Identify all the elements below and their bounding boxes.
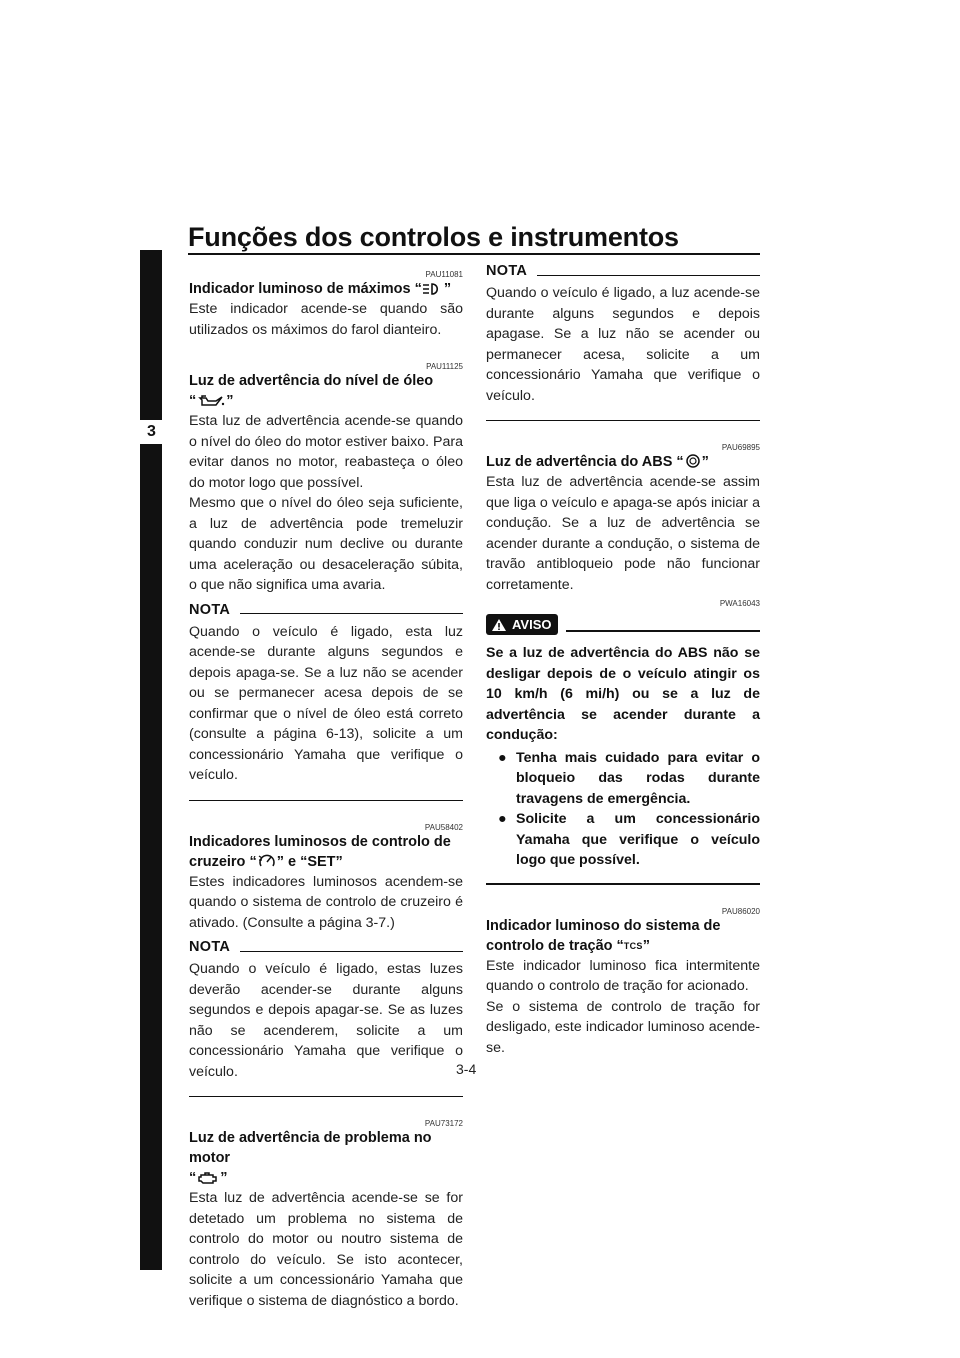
section-body: Esta luz de advertência acende-se se for… (189, 1190, 463, 1309)
section-heading: Luz de advertência do nível de óleo“” (189, 373, 434, 409)
section-heading: Luz de advertência do ABS “” (486, 454, 709, 470)
chapter-number: 3 (139, 420, 164, 444)
bullet-icon: ● (498, 749, 507, 766)
page-number: 3-4 (456, 1061, 477, 1077)
note-rule (240, 950, 463, 952)
warning-box: AVISO Se a luz de advertência do ABS não… (486, 614, 760, 885)
note-label: NOTA (189, 939, 231, 955)
note-text: Quando o veículo é ligado, esta luz acen… (189, 623, 463, 784)
section-body: Esta luz de advertência acende-se quando… (189, 413, 463, 491)
note-end-rule (189, 799, 463, 801)
section-oil: PAU11125 Luz de advertência do nível de … (189, 362, 463, 596)
bullet-icon: ● (498, 811, 507, 827)
note-box: NOTA Quando o veículo é ligado, esta luz… (189, 602, 463, 801)
section-code: PAU11081 (425, 270, 463, 279)
note-label: NOTA (189, 601, 231, 618)
section-code: PAU69895 (721, 443, 760, 452)
warning-code: PWA16043 (719, 599, 760, 608)
section-body: Estes indicadores luminosos acendem-se q… (189, 873, 463, 931)
section-body: Esta luz de advertência acende-se assim … (486, 474, 760, 593)
left-column: PAU11081 Indicador luminoso de máximos “… (189, 270, 463, 1333)
section-code: PAU86020 (721, 906, 760, 916)
abs-icon (685, 454, 700, 468)
section-cruise: PAU58402 Indicadores luminosos de contro… (189, 823, 463, 934)
note-end-rule (486, 420, 760, 421)
high-beam-icon (422, 283, 438, 295)
warning-end-rule (486, 882, 760, 885)
right-column: NOTA Quando o veículo é ligado, a luz ac… (486, 263, 760, 1080)
section-body: Mesmo que o nível do óleo seja suficient… (189, 495, 463, 593)
section-body: Se o sistema de controlo de tração for d… (486, 998, 760, 1056)
note-rule (240, 613, 463, 614)
section-abs: PAU69895 Luz de advertência do ABS “” Es… (486, 443, 760, 608)
engine-icon (198, 1172, 217, 1184)
section-code: PAU73172 (424, 1119, 463, 1128)
note-end-rule (189, 1096, 463, 1097)
section-heading: Luz de advertência de problema no motor“… (189, 1130, 432, 1186)
tcs-icon: TCS (623, 940, 643, 951)
note-text: Quando o veículo é ligado, estas luzes d… (189, 961, 463, 1080)
section-body: Este indicador acende-se quando são util… (189, 301, 463, 338)
oil-can-icon (198, 395, 225, 406)
chapter-tab (140, 250, 162, 1270)
warning-triangle-icon (492, 618, 506, 631)
note-label: NOTA (486, 263, 528, 279)
cruise-control-icon (258, 854, 275, 866)
note-rule (537, 274, 760, 276)
section-code: PAU11125 (426, 362, 463, 371)
note-box: NOTA Quando o veículo é ligado, a luz ac… (486, 263, 760, 421)
warning-badge: AVISO (486, 614, 558, 635)
note-box: NOTA Quando o veículo é ligado, estas lu… (189, 939, 463, 1097)
warning-rule (565, 629, 760, 632)
note-text: Quando o veículo é ligado, a luz acende-… (486, 285, 760, 404)
list-item: ●Solicite a um concessionário Yamaha que… (498, 811, 760, 868)
section-body: Este indicador luminoso fica intermitent… (486, 957, 760, 995)
page-title: Funções dos controlos e instrumentos (188, 222, 679, 252)
section-heading: Indicador luminoso de máximos “” (189, 281, 452, 297)
section-code: PAU58402 (424, 822, 463, 832)
section-tcs: PAU86020 Indicador luminoso do sistema d… (486, 907, 760, 1059)
list-item: ●Tenha mais cuidado para evitar o bloque… (498, 749, 760, 807)
title-rule (188, 253, 760, 255)
warning-list: ●Tenha mais cuidado para evitar o bloque… (486, 748, 760, 871)
section-heading: Indicador luminoso do sistema de control… (486, 917, 721, 954)
section-heading: Indicadores luminosos de controlo de cru… (189, 833, 451, 870)
section-high-beam: PAU11081 Indicador luminoso de máximos “… (189, 270, 463, 340)
warning-text: Se a luz de advertência do ABS não se de… (486, 645, 760, 743)
section-engine: PAU73172 Luz de advertência de problema … (189, 1119, 463, 1311)
